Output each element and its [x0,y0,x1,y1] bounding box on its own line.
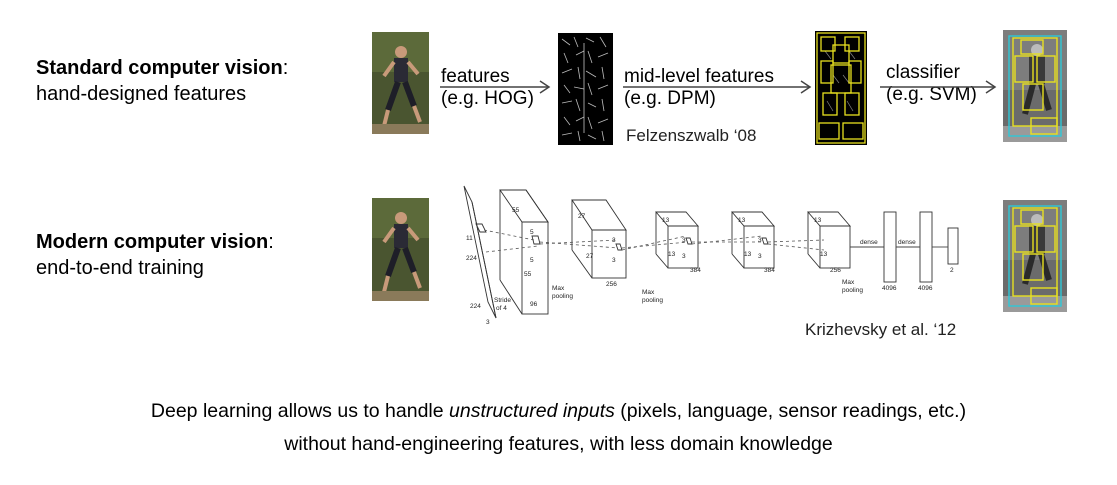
label-c2-256: 256 [606,281,617,288]
label-c4-3: 3 [758,237,762,244]
label-c3-384: 384 [690,267,701,274]
alexnet-diagram: 11 224 224 3 Stride of 4 55 55 96 5 5 Ma… [463,185,959,326]
label-c1-96: 96 [530,301,538,308]
label-in-224b: 224 [470,303,481,310]
arrow-2 [623,80,812,94]
detection-boxes-modern [1003,200,1067,312]
label-dense1: dense [860,239,878,246]
label-c3-13b: 13 [668,251,676,258]
label-c2-27b: 27 [586,253,594,260]
label-c3-13a: 13 [662,217,670,224]
label-pool1b: pooling [552,293,573,300]
label-c4-13a: 13 [738,217,746,224]
standard-cv-colon: : [282,57,289,79]
step-features-line2: (e.g. HOG) [441,88,534,109]
label-in-3: 3 [486,319,490,326]
label-stride-of: of 4 [496,305,507,312]
modern-cv-label: Modern computer vision: end-to-end train… [36,229,274,281]
runner-figure-modern [372,198,429,301]
label-c2-27a: 27 [578,213,586,220]
label-d1: 4096 [882,285,897,292]
dpm-image [815,31,867,145]
label-c3-3b: 3 [682,253,686,260]
runner-photo-modern [372,198,429,301]
label-stride: Stride [494,297,511,304]
label-d2: 4096 [918,285,933,292]
label-pool2: Max [642,289,655,296]
caption-line1-pre: Deep learning allows us to handle [150,400,450,422]
runner-figure [372,32,429,134]
step-features-label: features (e.g. HOG) [441,66,534,110]
hog-image [558,33,613,145]
felzenszwalb-citation: Felzenszwalb ‘08 [626,126,757,145]
hog-texture [561,36,609,142]
label-c5-13b: 13 [820,251,828,258]
label-pool3b: pooling [842,287,863,294]
label-pool3: Max [842,279,855,286]
label-pool2b: pooling [642,297,663,304]
label-c4-384: 384 [764,267,775,274]
bottom-caption: Deep learning allows us to handle unstru… [0,395,1117,461]
arrow-3 [880,80,997,94]
step-classifier-line2: (e.g. SVM) [886,84,977,105]
step-midlevel-label: mid-level features (e.g. DPM) [624,66,774,110]
label-c3-3: 3 [682,237,686,244]
label-c5-256: 256 [830,267,841,274]
label-c2-3b: 3 [612,257,616,264]
label-pool1: Max [552,285,565,292]
input-slab [463,185,497,319]
modern-cv-subtitle: end-to-end training [36,257,204,279]
step-midlevel-line2: (e.g. DPM) [624,88,716,109]
label-c1-5b: 5 [530,257,534,264]
caption-line1-em: unstructured inputs [449,400,615,422]
detection-output-modern [1003,200,1067,312]
standard-cv-title: Standard computer vision [36,57,283,79]
dpm-parts [816,32,866,144]
label-in-11: 11 [466,235,473,242]
detection-output-standard [1003,30,1067,142]
caption-line1: Deep learning allows us to handle unstru… [0,395,1117,428]
label-c1-5: 5 [530,229,534,236]
label-c1-55a: 55 [512,207,520,214]
standard-cv-label: Standard computer vision: hand-designed … [36,55,288,107]
modern-cv-colon: : [268,231,274,253]
step-classifier-line1: classifier [886,62,960,83]
caption-line1-post: (pixels, language, sensor readings, etc.… [614,400,967,422]
label-c1-55b: 55 [524,271,532,278]
arrow-1 [440,80,551,94]
runner-photo-standard [372,32,429,134]
label-in-224a: 224 [466,255,477,262]
step-classifier-label: classifier (e.g. SVM) [886,62,977,106]
krizhevsky-citation: Krizhevsky et al. ‘12 [805,320,957,339]
label-dense2: dense [898,239,916,246]
label-c2-3: 3 [612,237,616,244]
modern-cv-title: Modern computer vision [36,231,269,253]
standard-cv-subtitle: hand-designed features [36,83,247,105]
label-c4-13b: 13 [744,251,752,258]
label-c4-3b: 3 [758,253,762,260]
caption-line2: without hand-engineering features, with … [284,433,833,455]
label-d3: 2 [950,267,954,274]
detection-boxes-standard [1003,30,1067,142]
step-features-line1: features [441,66,510,87]
step-midlevel-line1: mid-level features [624,66,774,87]
label-c5-13a: 13 [814,217,822,224]
